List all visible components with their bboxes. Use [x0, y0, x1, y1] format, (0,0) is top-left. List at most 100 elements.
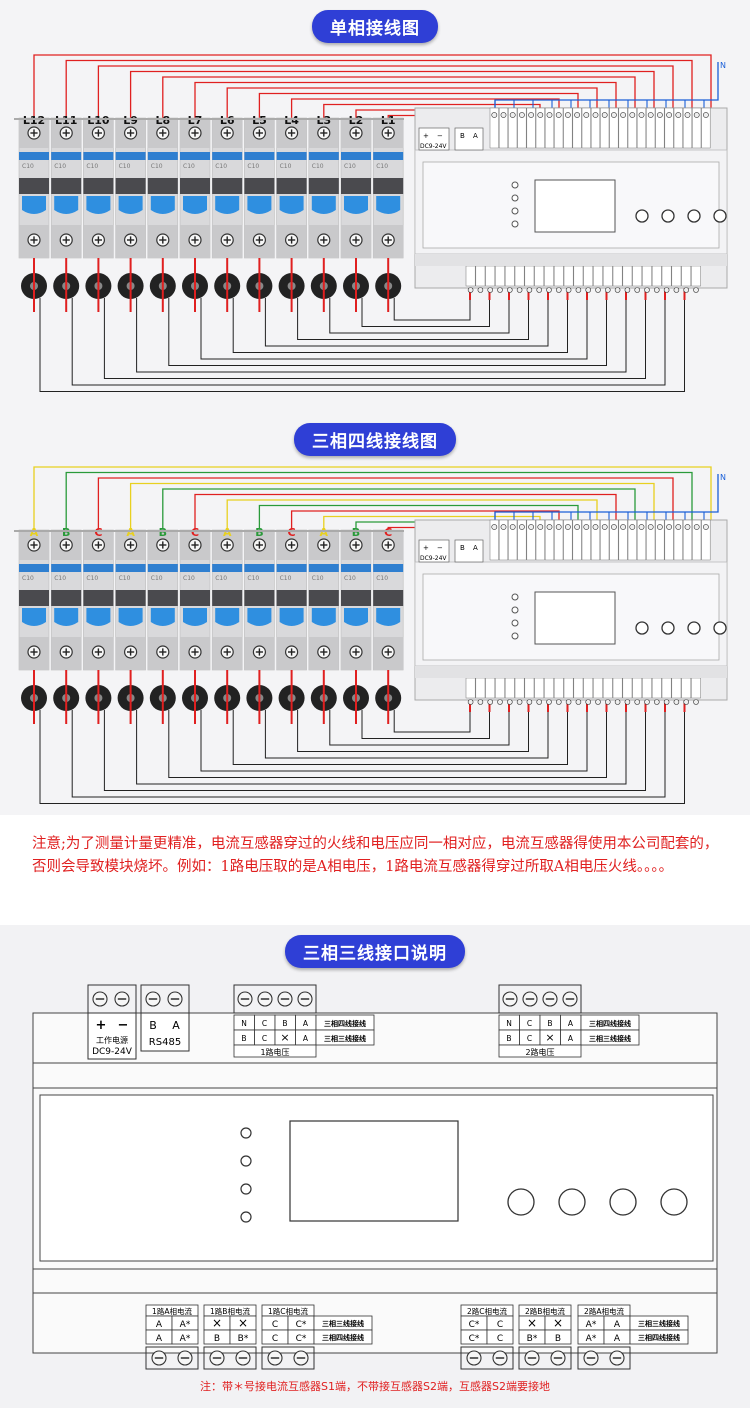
- breaker-label: L8: [155, 114, 170, 127]
- breaker-blue-band: [373, 564, 404, 572]
- voltage-terminal-14: [609, 519, 619, 561]
- voltage-terminal-screw-2: [500, 524, 507, 530]
- current-terminal-4: [495, 265, 505, 287]
- ct-return-wire-3: [103, 285, 646, 379]
- current-terminal-screw-17: [624, 287, 631, 293]
- ct-cell-label: A*: [180, 1320, 191, 1330]
- current-terminal-screw-14: [595, 287, 601, 293]
- module-button-2: [661, 621, 675, 635]
- voltage-terminal-2: [498, 519, 509, 561]
- current-terminal-18: [632, 677, 643, 699]
- ct-screw-frame: [460, 1346, 514, 1370]
- voltage-terminal-24: [701, 519, 711, 561]
- phase-wire-5: [162, 76, 636, 118]
- voltage-terminal-screw-4: [519, 524, 525, 530]
- current-terminal-17: [622, 677, 633, 699]
- phase-wire-3: [97, 477, 674, 530]
- voltage-terminal-screw-8: [555, 524, 562, 530]
- ct-mode-label-three-wire-1: 三相三线接线: [322, 1319, 364, 1328]
- current-terminal-11: [563, 677, 574, 699]
- wiring-mode-cell: [580, 1029, 640, 1046]
- ct-title: 1路B相电流: [210, 1306, 250, 1316]
- breaker-blue-band: [147, 564, 178, 572]
- current-terminal-9: [544, 677, 554, 699]
- ct-cell-label: C: [497, 1334, 503, 1344]
- voltage-caption-box: [233, 1044, 317, 1058]
- voltage-terminal-13: [600, 519, 610, 561]
- voltage-cell-label: ×: [545, 1031, 554, 1044]
- current-terminal-screw-8: [536, 699, 543, 705]
- voltage-terminal-23: [692, 107, 702, 149]
- ct-cell-label: B: [214, 1334, 220, 1344]
- breaker-handle: [118, 608, 143, 626]
- ct-cell-label: A*: [180, 1334, 191, 1344]
- current-terminal-screw-2: [477, 287, 484, 293]
- voltage-caption-box: [498, 1044, 582, 1058]
- ct-mode-label-four-wire-2: 三相四线接线: [638, 1333, 680, 1342]
- breaker-rating: C10: [312, 163, 324, 170]
- rs485-b: B: [149, 1019, 157, 1032]
- phase-wire-1: [33, 54, 712, 118]
- current-terminal-screw-11: [565, 287, 572, 293]
- phase-wire-10: [323, 515, 541, 530]
- ct-return-wire-5: [168, 285, 607, 366]
- voltage-terminal-7: [544, 107, 555, 149]
- phase-wire-4: [129, 70, 655, 118]
- ct-screw-frame: [203, 1346, 257, 1370]
- interface-button-3: [609, 1188, 637, 1216]
- module-button-1: [635, 209, 649, 223]
- voltage-terminal-screw-23: [693, 112, 700, 118]
- neutral-label: N: [720, 61, 726, 70]
- current-terminal-22: [671, 265, 682, 287]
- interface-button-2: [558, 1188, 586, 1216]
- breaker-handle-base: [212, 178, 243, 194]
- module-led-4: [511, 632, 519, 640]
- voltage-terminal-screw-5: [528, 524, 534, 530]
- current-terminal-screw-4: [497, 287, 503, 293]
- rs485-b: B: [460, 132, 465, 140]
- breaker-blue-band: [83, 564, 114, 572]
- ct-return-wire-2: [71, 697, 666, 798]
- voltage-terminal-10: [572, 519, 582, 561]
- current-terminal-screw-9: [546, 699, 552, 705]
- ct-cell-label: A: [614, 1334, 621, 1344]
- current-terminal-13: [583, 265, 594, 287]
- ct-cell-label: A: [614, 1320, 621, 1330]
- breaker-handle: [215, 196, 240, 214]
- module-button-1: [635, 621, 649, 635]
- breaker-label: A: [320, 526, 329, 539]
- voltage-terminal-screw-9: [565, 112, 571, 118]
- breaker-handle-base: [373, 590, 404, 606]
- breaker-handle: [215, 608, 240, 626]
- current-terminal-screw-14: [595, 699, 601, 705]
- ct-cell-label: A*: [586, 1320, 597, 1330]
- ct-return-wire-4: [136, 285, 627, 373]
- breaker-blue-band: [276, 152, 307, 160]
- voltage-terminal-screw-22: [684, 112, 691, 118]
- ct-screw-frame: [261, 1346, 315, 1370]
- voltage-terminal-8: [554, 107, 564, 149]
- current-terminal-screw-8: [536, 287, 543, 293]
- breaker-label: C: [384, 526, 392, 539]
- voltage-terminal-16: [627, 519, 637, 561]
- ct-return-wire-6: [200, 697, 588, 772]
- current-terminal-screw-17: [624, 699, 631, 705]
- phase-wire-10: [323, 103, 541, 118]
- breaker-handle: [279, 196, 304, 214]
- voltage-terminal-screw-10: [574, 112, 580, 118]
- current-terminal-4: [495, 677, 505, 699]
- interface-button-4: [660, 1188, 688, 1216]
- current-terminal-6: [514, 265, 525, 287]
- voltage-cell-label: C: [262, 1034, 267, 1043]
- phase-wire-8: [258, 504, 579, 530]
- voltage-terminal-10: [572, 107, 582, 149]
- voltage-cell-label: A: [303, 1019, 309, 1028]
- breaker-blue-band: [244, 152, 275, 160]
- current-terminal-screw-24: [693, 287, 699, 293]
- current-terminal-5: [504, 265, 515, 287]
